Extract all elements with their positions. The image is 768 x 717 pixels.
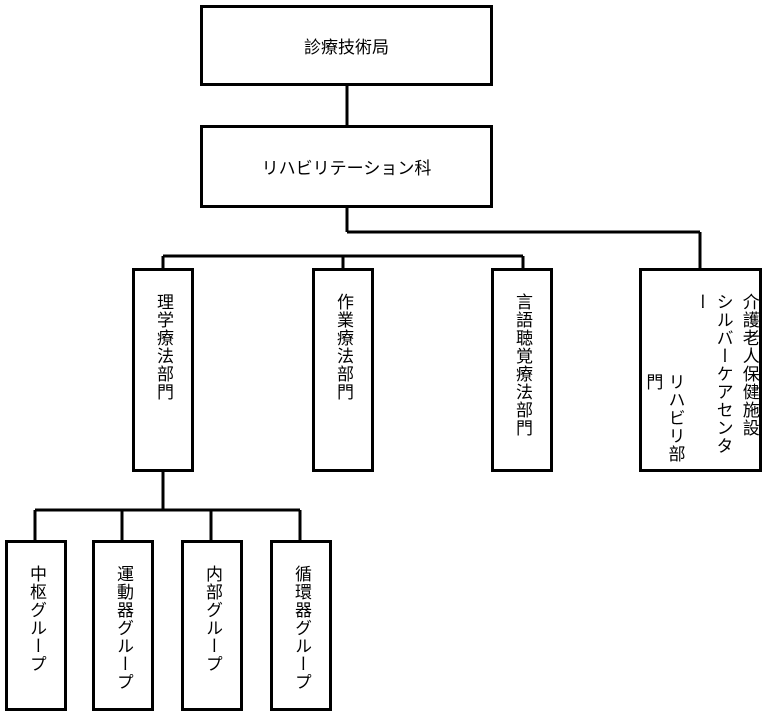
node-cardio-group: 循環器グループ — [270, 540, 332, 711]
node-bureau-label: 診療技術局 — [304, 38, 389, 58]
node-care-facility-line3: リハビリ部門 — [642, 373, 685, 463]
node-motor-group-label: 運動器グループ — [113, 565, 134, 691]
node-pt-division: 理学療法部門 — [132, 268, 194, 472]
node-rehab-department-label: リハビリテーション科 — [261, 159, 432, 179]
node-central-group: 中枢グループ — [5, 540, 67, 711]
node-rehab-department: リハビリテーション科 — [200, 125, 493, 208]
node-central-group-label: 中枢グループ — [26, 565, 47, 673]
node-pt-division-label: 理学療法部門 — [153, 293, 174, 401]
node-motor-group: 運動器グループ — [92, 540, 154, 711]
node-ot-division: 作業療法部門 — [312, 268, 374, 472]
node-st-division-label: 言語聴覚療法部門 — [512, 293, 533, 437]
node-internal-group: 内部グループ — [181, 540, 243, 711]
node-cardio-group-label: 循環器グループ — [291, 565, 312, 691]
node-ot-division-label: 作業療法部門 — [333, 293, 354, 401]
node-care-facility-line2: シルバーケアセンター — [690, 293, 733, 455]
node-care-facility-line1: 介護老人保健施設 — [738, 293, 759, 437]
node-bureau: 診療技術局 — [200, 5, 493, 86]
node-internal-group-label: 内部グループ — [202, 565, 223, 673]
node-st-division: 言語聴覚療法部門 — [491, 268, 553, 472]
node-care-facility-division: 介護老人保健施設 シルバーケアセンター リハビリ部門 — [639, 268, 762, 472]
